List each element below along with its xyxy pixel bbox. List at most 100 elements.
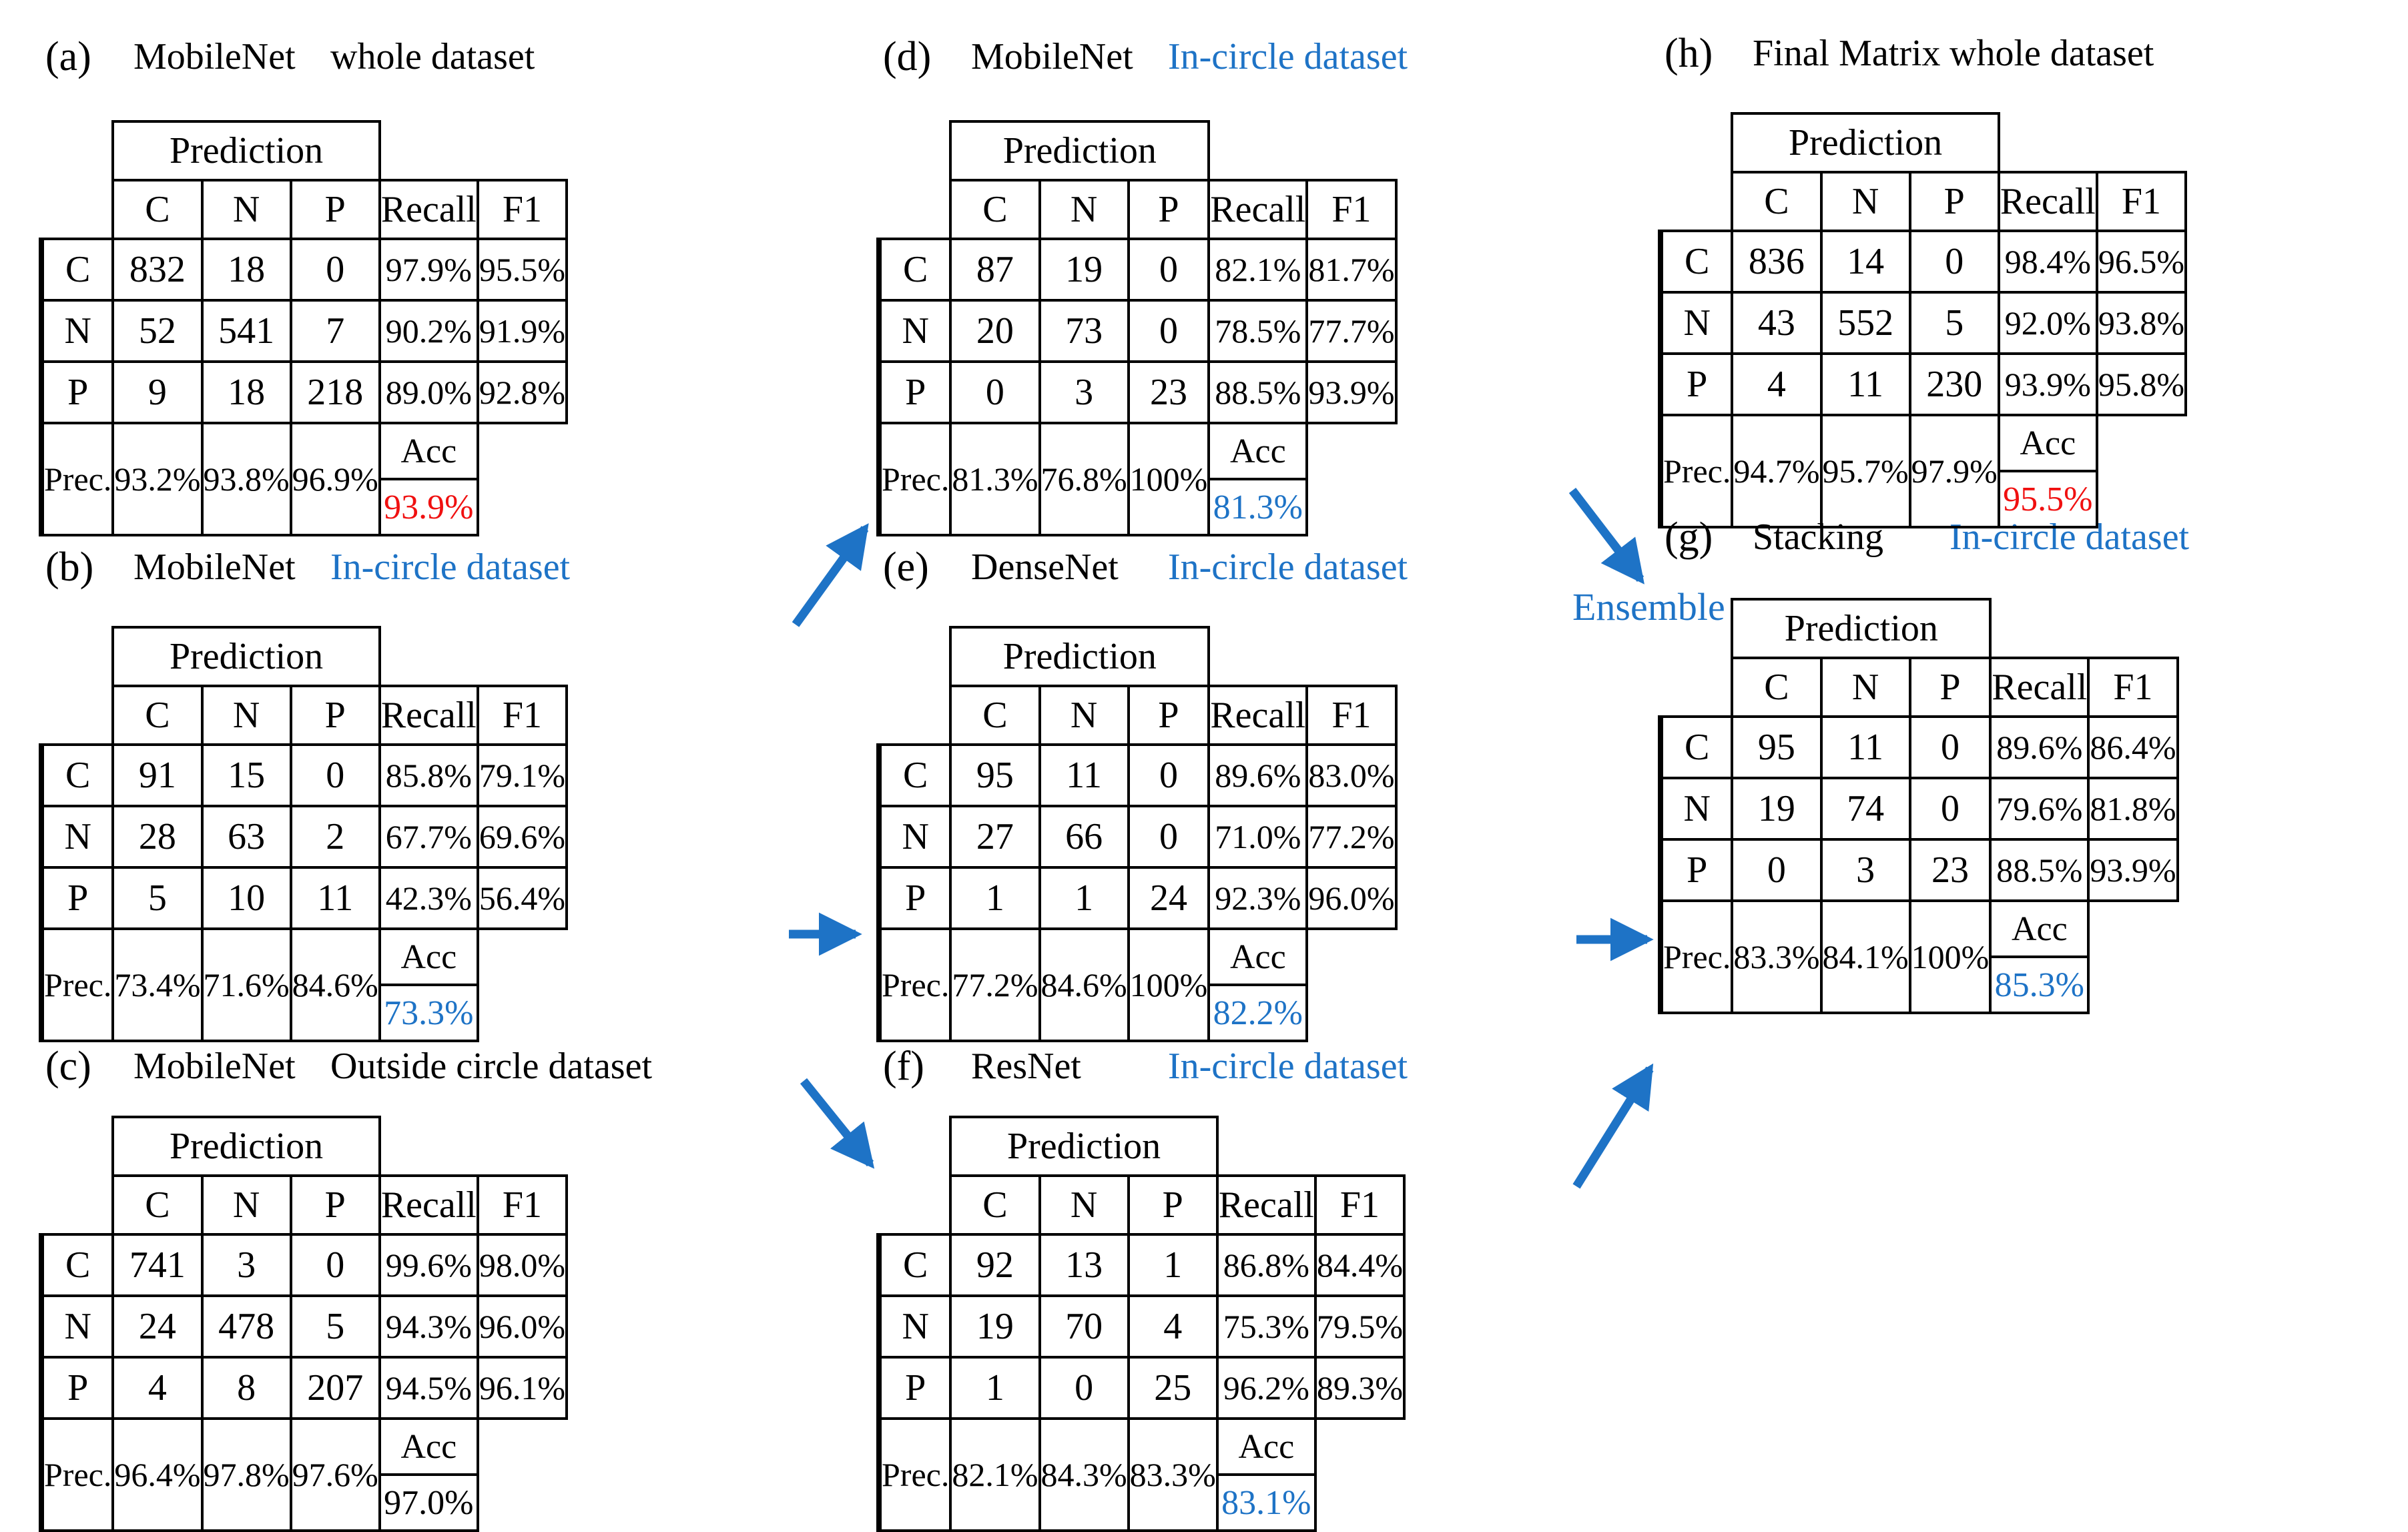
matrix-cell: 11 [1819, 715, 1911, 779]
col-header-cell: N [1819, 657, 1911, 718]
row-header-cell: C [1660, 230, 1734, 294]
precision-cell: 83.3% [1127, 1417, 1219, 1532]
spacer-cell [878, 627, 950, 686]
f1-cell: 91.9% [476, 299, 569, 363]
col-header-cell: N [200, 1174, 292, 1236]
matrix-cell: 8 [200, 1356, 292, 1420]
matrix-cell: 0 [1127, 238, 1211, 302]
prediction-header-cell: Prediction [111, 626, 381, 687]
precision-cell: 84.1% [1819, 899, 1911, 1014]
matrix-cell: 91 [111, 743, 204, 807]
row-header-cell: P [1660, 838, 1734, 902]
prediction-header-row: Prediction [40, 120, 567, 181]
spacer-cell [1307, 929, 1396, 985]
spacer-cell [478, 1419, 567, 1475]
precision-row: Prec.73.4%71.6%84.6%Acc [40, 927, 567, 1042]
matrix-cell: 73 [1038, 299, 1130, 363]
f1-cell: 96.0% [476, 1294, 569, 1359]
model-name: MobileNet [133, 1046, 296, 1087]
row-header-cell: N [878, 805, 952, 869]
groundtruth-label: GroundTruth [40, 1284, 43, 1481]
f1-header-cell: F1 [1305, 179, 1398, 240]
precision-cell: 77.2% [949, 927, 1041, 1042]
matrix-cell: 11 [289, 866, 381, 930]
acc-label-cell: Acc [1989, 899, 2090, 958]
matrix-cell: 478 [200, 1294, 292, 1359]
f1-cell: 92.8% [476, 360, 569, 424]
model-name: Final Matrix [1753, 33, 1941, 74]
col-header-cell: N [200, 685, 292, 746]
f1-cell: 79.5% [1313, 1294, 1406, 1359]
matrix-cell: 11 [1038, 743, 1130, 807]
precision-cell: 73.4% [111, 927, 204, 1042]
accuracy-row: 85.3% [1659, 955, 2178, 1014]
recall-header-cell: Recall [378, 685, 479, 746]
f1-cell: 77.7% [1305, 299, 1398, 363]
row-header-cell: N [878, 299, 952, 363]
accuracy-row: 82.2% [878, 984, 1396, 1042]
prediction-header-cell: Prediction [949, 626, 1211, 687]
row-header-cell: P [878, 866, 952, 930]
recall-header-cell: Recall [1207, 179, 1309, 240]
recall-cell: 96.2% [1215, 1356, 1317, 1420]
row-header-cell: P [41, 1356, 115, 1420]
f1-header-cell: F1 [2095, 171, 2188, 232]
matrix-cell: 2 [289, 805, 381, 869]
recall-cell: 86.8% [1215, 1233, 1317, 1297]
precision-row: Prec.93.2%93.8%96.9%Acc [40, 422, 567, 536]
f1-cell: 96.5% [2095, 230, 2188, 294]
prec-header-cell: Prec. [878, 422, 952, 536]
matrix-cell: 66 [1038, 805, 1130, 869]
accuracy-value-cell: 97.0% [378, 1473, 479, 1532]
matrix-cell: 207 [289, 1356, 381, 1420]
prediction-header-cell: Prediction [1731, 112, 2000, 173]
row-header-cell: C [878, 238, 952, 302]
matrix-cell: 24 [111, 1294, 204, 1359]
precision-cell: 84.6% [1038, 927, 1130, 1042]
precision-cell: 96.4% [111, 1417, 204, 1532]
matrix-cell: 0 [1038, 1356, 1130, 1420]
col-header-cell: C [1731, 171, 1823, 232]
acc-label-cell: Acc [1207, 927, 1309, 986]
f1-cell: 95.8% [2095, 352, 2188, 416]
precision-cell: 100% [1908, 899, 1992, 1014]
col-header-cell: C [111, 179, 204, 240]
matrix-cell: 15 [200, 743, 292, 807]
spacer-cell [878, 180, 950, 239]
col-header-cell: N [1038, 1174, 1130, 1236]
precision-cell: 94.7% [1731, 414, 1823, 528]
spacer-cell [2088, 901, 2177, 957]
precision-cell: 97.9% [1908, 414, 2000, 528]
matrix-cell: 0 [1127, 805, 1211, 869]
recall-cell: 75.3% [1215, 1294, 1317, 1359]
accuracy-value-cell: 73.3% [378, 984, 479, 1042]
groundtruth-label: GroundTruth [40, 289, 43, 485]
col-header-cell: N [1038, 179, 1130, 240]
spacer-cell [1990, 599, 2177, 658]
recall-cell: 85.8% [378, 743, 479, 807]
accuracy-value-cell: 82.2% [1207, 984, 1309, 1042]
matrix-cell: 5 [289, 1294, 381, 1359]
row-header-cell: N [878, 1294, 952, 1359]
spacer-cell [40, 1176, 113, 1234]
row-header-cell: P [41, 866, 115, 930]
f1-cell: 81.8% [2087, 777, 2179, 841]
recall-header-cell: Recall [1207, 685, 1309, 746]
precision-cell: 82.1% [949, 1417, 1041, 1532]
acc-label-cell: Acc [378, 422, 479, 480]
spacer-cell [1217, 1117, 1404, 1176]
dataset-name: whole dataset [330, 36, 535, 77]
row-header-cell: N [41, 299, 115, 363]
prec-header-cell: Prec. [1660, 414, 1734, 528]
spacer-cell [380, 1117, 567, 1176]
f1-cell: 89.3% [1313, 1356, 1406, 1420]
